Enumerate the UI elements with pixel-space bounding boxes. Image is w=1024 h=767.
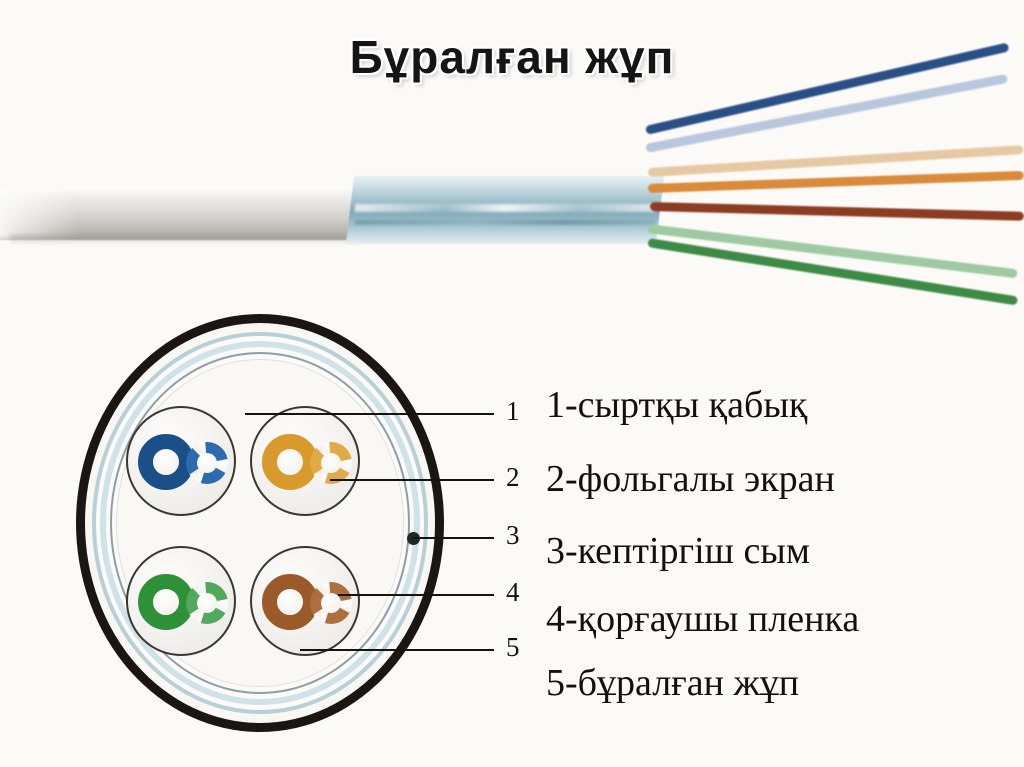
leader-number-3: 3 — [506, 520, 520, 550]
cable-jacket-highlight — [0, 188, 78, 240]
twisted-pair-green — [126, 546, 236, 656]
legend-item-4: 4-қорғаушы пленка — [546, 598, 860, 640]
legend-item-3: 3-кептіргіш сым — [546, 530, 810, 572]
legend-item-2: 2-фольгалы экран — [546, 458, 835, 500]
wire-brown-solid — [649, 202, 1024, 221]
page-title: Бұралған жұп — [349, 31, 675, 83]
twisted-pair-orange — [250, 406, 360, 516]
foil-shade — [354, 220, 656, 225]
twisted-pair-cable-photo — [0, 42, 1024, 322]
legend-item-5: 5-бұралған жұп — [546, 662, 800, 704]
twisted-pair-brown — [250, 546, 360, 656]
leader-line-5 — [300, 649, 494, 651]
legend-item-1: 1-сыртқы қабық — [546, 384, 808, 426]
leader-line-3 — [412, 537, 494, 539]
leader-line-1 — [245, 413, 494, 415]
cable-cross-section — [74, 312, 446, 734]
leader-line-2 — [330, 479, 494, 481]
conductor-orange-stripe — [310, 442, 352, 484]
leader-number-4: 4 — [506, 577, 520, 607]
cable-drop-shadow — [10, 235, 360, 244]
wire-orange-solid — [647, 170, 1024, 193]
twisted-pair-blue — [126, 406, 236, 516]
conductor-orange-solid — [262, 434, 318, 490]
foil-highlight — [354, 204, 656, 212]
leader-line-4 — [338, 594, 494, 596]
conductor-green-stripe — [186, 582, 228, 624]
conductor-blue-stripe — [186, 442, 228, 484]
leader-number-1: 1 — [506, 396, 520, 426]
leader-number-2: 2 — [506, 462, 520, 492]
conductor-brown-stripe — [310, 582, 352, 624]
leader-number-5: 5 — [506, 632, 520, 662]
